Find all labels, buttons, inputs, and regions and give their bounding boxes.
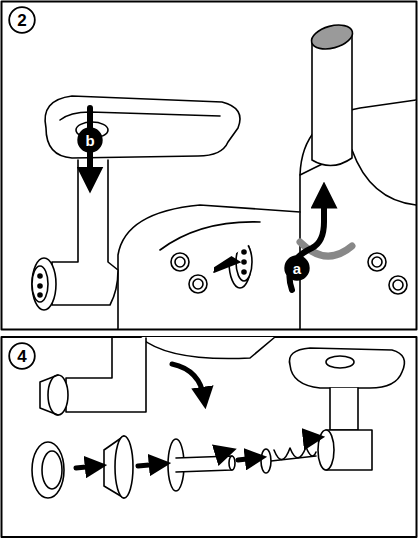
grinder-head [32,160,118,310]
motor-body [118,205,300,329]
motor-body [189,275,207,293]
grinder-head [40,375,58,415]
motor-body [140,337,275,359]
callout-letter-text: b [77,127,103,153]
feed-tube [312,32,352,166]
grinder-housing [289,348,404,470]
assembly-arrow [206,452,226,458]
blade-plate [168,439,235,491]
feed-tube [300,21,355,256]
motor-body [140,337,275,359]
motor-body [372,257,382,267]
grinder-head [66,338,146,412]
callout-letter: a [284,255,310,281]
motor-body [118,205,300,329]
motor-body [171,253,189,271]
ring-nut [32,442,64,498]
motor-body [389,276,407,294]
motor-body [175,257,185,267]
ring-nut [32,442,64,498]
motor-body [352,150,416,205]
motor-body [393,280,403,290]
step-number-text: 4 [8,342,36,370]
auger [261,449,271,473]
hopper-tray [60,112,220,120]
hopper-tray [45,96,240,158]
cone-plate [115,436,133,498]
grinder-housing [318,430,334,470]
step-number: 4 [8,342,36,370]
motor-body [368,253,386,271]
grinder-head [32,258,56,310]
grinder-head [52,160,118,305]
remove-arrow [172,364,204,398]
auger [261,447,316,473]
hopper-tray [45,96,240,158]
grinder-head [38,274,42,278]
motor-body [193,279,203,289]
panel-frame [2,337,417,537]
blade-plate [176,456,232,472]
cutting-plate [242,250,246,254]
feed-tube [309,21,355,53]
assembly-arrow [138,464,160,466]
step-number: 2 [8,6,36,34]
callout-letter: b [77,127,103,153]
cutting-plate [242,260,246,264]
step-number-text: 2 [8,6,36,34]
grinder-head [38,284,42,288]
callout-letter-text: a [284,255,310,281]
grinder-housing [330,388,358,430]
assembly-arrow [76,438,314,468]
cone-plate [104,436,133,498]
auger [274,447,316,460]
remove-arrow [172,364,204,398]
assembly-arrow [238,458,256,460]
assembly-arrow [296,438,314,440]
grinder-head [40,338,146,415]
grinder-housing [326,356,354,368]
blade-plate [229,456,235,470]
grinder-head [48,375,68,415]
panel-frame [2,2,417,330]
grinder-head [38,293,42,297]
assembly-arrow [76,466,96,468]
cutting-plate [242,270,246,274]
motor-body [160,222,260,250]
grinder-head [32,266,48,302]
grinder-housing [289,348,404,388]
ring-nut [42,451,62,489]
